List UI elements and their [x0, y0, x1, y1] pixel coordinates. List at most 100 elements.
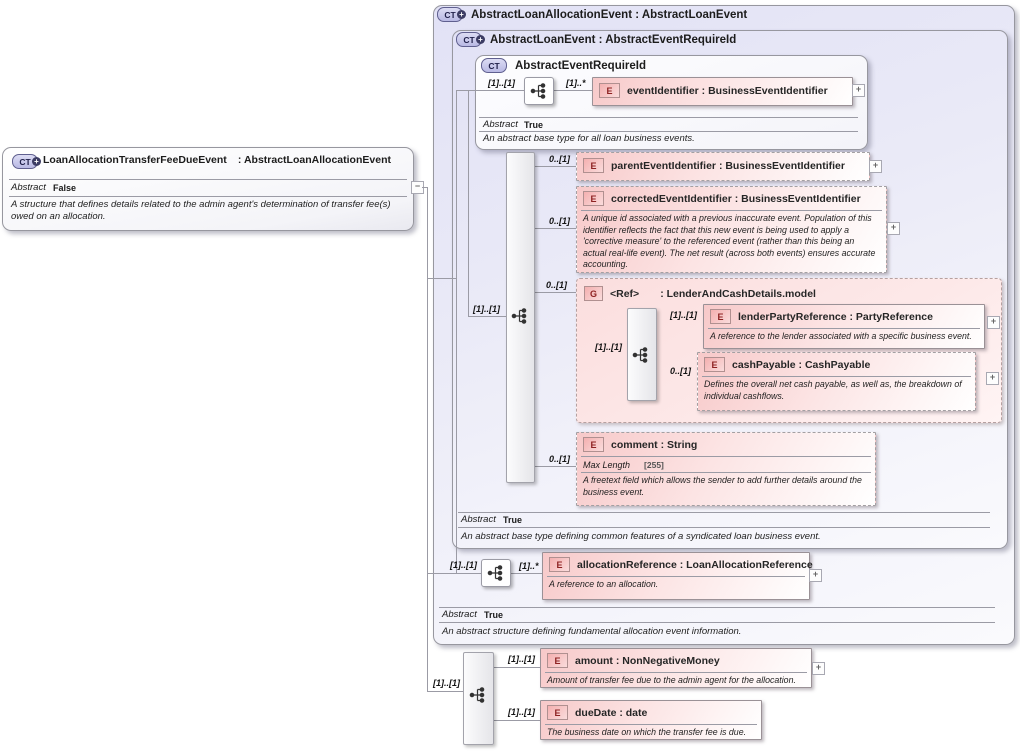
- connector: [493, 720, 540, 721]
- cardinality: 0..[1]: [549, 454, 571, 464]
- complex-type-icon: CT+: [437, 7, 466, 22]
- connector: [534, 292, 576, 293]
- element-annotation: A reference to the lender associated wit…: [710, 331, 972, 341]
- connector: [468, 316, 506, 317]
- expand-event-identifier-toggle[interactable]: +: [852, 84, 865, 97]
- expand-corrected-event-identifier-toggle[interactable]: +: [887, 222, 900, 235]
- divider: [581, 456, 871, 457]
- expand-allocation-reference-toggle[interactable]: +: [809, 569, 822, 582]
- cardinality: [1]..[1]: [508, 654, 535, 664]
- panel-header-abstract-loan-allocation-event[interactable]: CT+ AbstractLoanAllocationEvent : Abstra…: [437, 7, 747, 22]
- derived-plus-badge: +: [32, 156, 41, 166]
- divider: [479, 131, 858, 132]
- divider: [581, 472, 871, 473]
- type-description: An abstract base type for all loan busin…: [483, 133, 695, 144]
- element-title: dueDate : date: [575, 706, 648, 719]
- element-annotation: A reference to an allocation.: [549, 579, 659, 589]
- element-icon: E: [583, 191, 604, 206]
- connector: [534, 228, 576, 229]
- derived-plus-badge: +: [476, 34, 485, 44]
- element-title: eventIdentifier : BusinessEventIdentifie…: [627, 84, 828, 97]
- divider: [439, 607, 995, 608]
- element-icon: E: [583, 158, 604, 173]
- connector: [534, 166, 576, 167]
- divider: [545, 724, 757, 725]
- element-icon: E: [547, 653, 568, 668]
- derived-type-box[interactable]: CT+ LoanAllocationTransferFeeDueEvent : …: [2, 147, 414, 231]
- facet-row: Max Length [255]: [577, 457, 875, 472]
- complex-type-icon: CT+: [456, 32, 485, 47]
- expand-lender-party-reference-toggle[interactable]: +: [987, 316, 1000, 329]
- divider: [479, 117, 858, 118]
- cardinality: [1]..[1]: [433, 678, 460, 688]
- abstract-value: True: [503, 515, 523, 525]
- expand-amount-toggle[interactable]: +: [812, 662, 825, 675]
- abstract-value: True: [484, 610, 504, 620]
- connector: [456, 90, 457, 573]
- connector: [427, 573, 481, 574]
- divider: [702, 376, 971, 377]
- type-description: A structure that defines details related…: [11, 199, 391, 222]
- complex-type-icon: CT+: [12, 154, 41, 169]
- element-icon: E: [549, 557, 570, 572]
- connector: [456, 90, 525, 91]
- element-annotation: Amount of transfer fee due to the admin …: [547, 675, 796, 685]
- divider: [439, 622, 995, 623]
- connector: [468, 90, 469, 316]
- divider: [547, 576, 805, 577]
- complex-type-icon: CT: [481, 58, 507, 73]
- cardinality: 0..[1]: [549, 154, 571, 164]
- sequence-icon[interactable]: [481, 559, 511, 587]
- connector: [493, 667, 540, 668]
- cardinality: [1]..*: [566, 78, 586, 88]
- abstract-label: Abstract: [461, 514, 496, 525]
- element-annotation: Defines the overall net cash payable, as…: [704, 379, 962, 401]
- panel-title: AbstractLoanEvent : AbstractEventRequire…: [490, 33, 737, 46]
- collapse-toggle[interactable]: −: [411, 181, 424, 194]
- connector: [427, 278, 456, 279]
- cardinality: [1]..[1]: [670, 310, 697, 320]
- element-icon: E: [583, 437, 604, 452]
- expand-parent-event-identifier-toggle[interactable]: +: [869, 160, 882, 173]
- element-icon: E: [704, 357, 725, 372]
- type-description: An abstract base type defining common fe…: [461, 531, 821, 542]
- max-length-value: [255]: [644, 459, 664, 470]
- element-icon: E: [547, 705, 568, 720]
- connector: [553, 90, 592, 91]
- panel-header-abstract-loan-event[interactable]: CT+ AbstractLoanEvent : AbstractEventReq…: [456, 32, 736, 47]
- group-type: : LenderAndCashDetails.model: [660, 287, 816, 300]
- sequence-bar[interactable]: [506, 152, 535, 483]
- derived-plus-badge: +: [457, 9, 466, 19]
- sequence-bar[interactable]: [627, 308, 657, 401]
- group-header: G <Ref> : LenderAndCashDetails.model: [584, 286, 816, 301]
- abstract-value: False: [53, 183, 77, 193]
- sequence-bar[interactable]: [463, 652, 494, 745]
- cardinality: 0..[1]: [549, 216, 571, 226]
- element-title: amount : NonNegativeMoney: [575, 654, 720, 667]
- expand-cash-payable-toggle[interactable]: +: [986, 372, 999, 385]
- cardinality: [1]..[1]: [473, 304, 500, 314]
- abstract-value: True: [524, 120, 544, 130]
- cardinality: [1]..[1]: [595, 342, 622, 352]
- sequence-icon[interactable]: [524, 77, 554, 105]
- abstract-label: Abstract: [442, 609, 477, 620]
- element-annotation: A freetext field which allows the sender…: [583, 475, 862, 497]
- divider: [9, 179, 407, 180]
- divider: [545, 672, 807, 673]
- connector: [427, 691, 463, 692]
- element-title: allocationReference : LoanAllocationRefe…: [577, 558, 813, 571]
- panel-header-abstract-event-require-id[interactable]: CT AbstractEventRequireId: [481, 58, 646, 73]
- connector: [427, 187, 428, 691]
- divider: [458, 527, 990, 528]
- divider: [9, 196, 407, 197]
